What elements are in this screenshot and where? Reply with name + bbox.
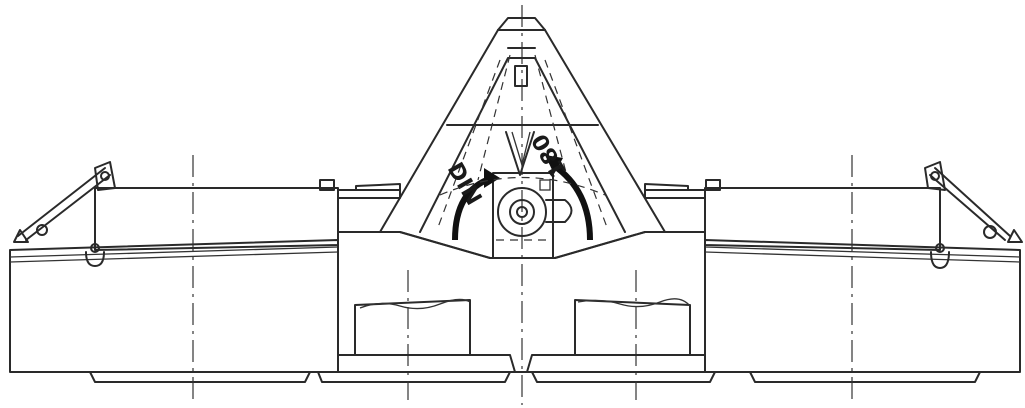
rotation-arrow-right: [545, 155, 593, 241]
right-housing: [531, 155, 1021, 400]
right-shaft-bearing: [644, 179, 721, 199]
a-frame: [379, 17, 666, 259]
rotation-label-din: DIN: [442, 159, 486, 210]
left-housing: [9, 155, 511, 400]
left-lift-arm: [13, 161, 116, 267]
left-shaft-bearing: [319, 179, 401, 199]
swing-arc: [439, 176, 606, 196]
right-lift-arm: [924, 161, 1023, 269]
gearbox: [492, 172, 573, 259]
